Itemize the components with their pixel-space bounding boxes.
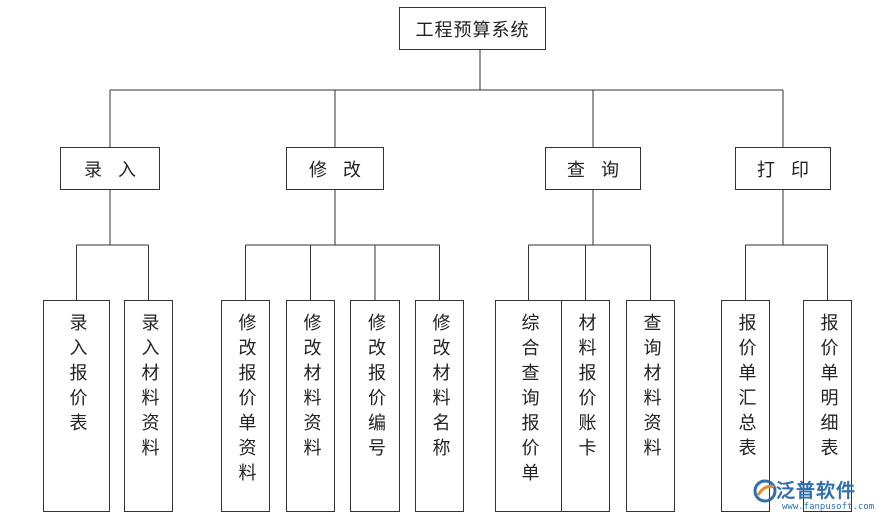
brand-name: 泛普软件: [776, 480, 857, 502]
leaf-node: 综合查询报价单: [495, 300, 562, 512]
category-label: 录入: [84, 159, 152, 181]
leaf-node: 查询材料资料: [626, 300, 675, 512]
category-label: 修改: [309, 159, 377, 181]
leaf-node: 修改材料名称: [415, 300, 464, 512]
leaf-label: 查询材料资料: [640, 313, 662, 463]
brand-url: www.fanpusoft.com: [782, 502, 875, 512]
category-node: 修改: [286, 147, 384, 190]
brand-logo-icon: [753, 479, 777, 503]
leaf-label: 修改材料名称: [429, 313, 451, 463]
leaf-label: 修改报价单资料: [235, 313, 257, 488]
leaf-label: 报价单明细表: [817, 313, 839, 463]
leaf-label: 录入材料资料: [138, 313, 160, 463]
brand-logo: 泛普软件 www.fanpusoft.com: [752, 474, 882, 520]
category-label: 打印: [757, 159, 825, 181]
leaf-node: 材料报价账卡: [561, 300, 610, 512]
leaf-node: 修改材料资料: [286, 300, 335, 512]
category-node: 查询: [545, 147, 641, 190]
root-node: 工程预算系统: [399, 7, 546, 50]
category-node: 录入: [60, 147, 160, 190]
leaf-node: 修改报价编号: [350, 300, 400, 512]
category-node: 打印: [735, 147, 831, 190]
root-label: 工程预算系统: [415, 19, 530, 41]
leaf-label: 综合查询报价单: [518, 313, 540, 488]
leaf-node: 修改报价单资料: [221, 300, 270, 512]
leaf-node: 录入材料资料: [124, 300, 173, 512]
leaf-label: 报价单汇总表: [735, 313, 757, 463]
leaf-node: 报价单汇总表: [721, 300, 770, 512]
leaf-node: 报价单明细表: [803, 300, 852, 512]
leaf-label: 录入报价表: [66, 313, 88, 438]
category-label: 查询: [567, 159, 635, 181]
leaf-label: 材料报价账卡: [575, 313, 597, 463]
leaf-node: 录入报价表: [43, 300, 110, 512]
leaf-label: 修改报价编号: [365, 313, 386, 463]
leaf-label: 修改材料资料: [300, 313, 322, 463]
